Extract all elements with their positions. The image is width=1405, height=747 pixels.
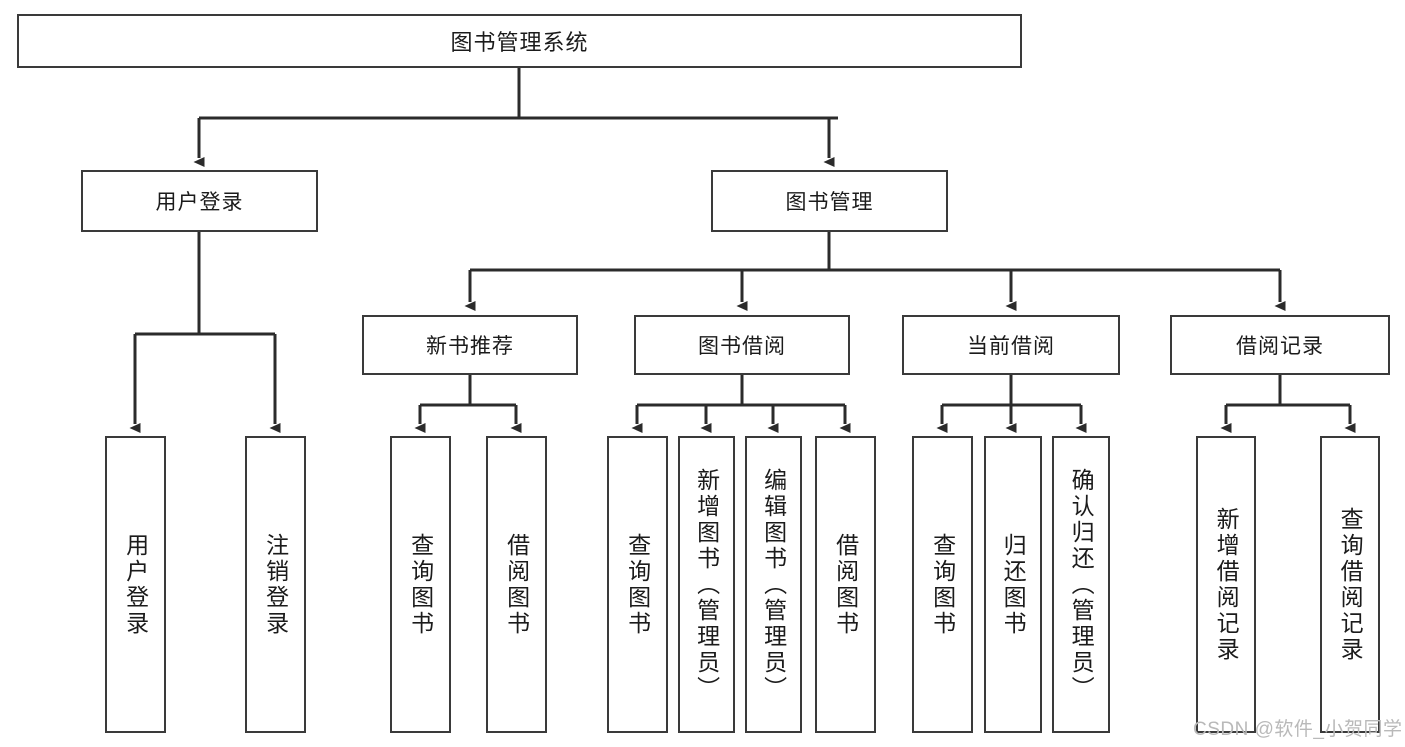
node-book-management[interactable]: 图书管理 (711, 170, 948, 232)
leaf-return-book[interactable]: 归还图书 (984, 436, 1042, 733)
leaf-confirm-return-admin[interactable]: 确认归还（管理员） (1052, 436, 1110, 733)
leaf-query-borrow-record[interactable]: 查询借阅记录 (1320, 436, 1380, 733)
node-new-book-recommend-label: 新书推荐 (426, 335, 514, 358)
node-current-borrow-label: 当前借阅 (967, 335, 1055, 358)
node-book-management-label: 图书管理 (785, 191, 874, 214)
leaf-query-book-recommend-label: 查询图书 (407, 532, 434, 637)
leaf-query-book-borrow[interactable]: 查询图书 (607, 436, 668, 733)
leaf-edit-book-admin[interactable]: 编辑图书（管理员） (745, 436, 802, 733)
leaf-borrow-book-recommend[interactable]: 借阅图书 (486, 436, 547, 733)
node-user-login[interactable]: 用户登录 (81, 170, 318, 232)
leaf-query-book-recommend[interactable]: 查询图书 (390, 436, 451, 733)
node-root[interactable]: 图书管理系统 (17, 14, 1022, 68)
leaf-add-book-admin-label: 新增图书（管理员） (693, 467, 720, 702)
leaf-borrow-book[interactable]: 借阅图书 (815, 436, 876, 733)
node-book-borrow-label: 图书借阅 (698, 335, 786, 358)
leaf-add-borrow-record[interactable]: 新增借阅记录 (1196, 436, 1256, 733)
leaf-add-book-admin[interactable]: 新增图书（管理员） (678, 436, 735, 733)
leaf-query-book-borrow-label: 查询图书 (624, 532, 651, 637)
leaf-user-login[interactable]: 用户登录 (105, 436, 166, 733)
leaf-query-borrow-record-label: 查询借阅记录 (1337, 506, 1364, 663)
leaf-user-login-label: 用户登录 (122, 532, 149, 637)
node-book-borrow[interactable]: 图书借阅 (634, 315, 850, 375)
watermark-text: CSDN @软件_小贺同学 (1193, 719, 1403, 740)
node-user-login-label: 用户登录 (155, 191, 244, 214)
node-new-book-recommend[interactable]: 新书推荐 (362, 315, 578, 375)
leaf-query-book-current-label: 查询图书 (929, 532, 956, 637)
leaf-add-borrow-record-label: 新增借阅记录 (1213, 506, 1240, 663)
leaf-return-book-label: 归还图书 (1000, 532, 1027, 637)
leaf-user-logout-label: 注销登录 (262, 532, 289, 637)
leaf-query-book-current[interactable]: 查询图书 (912, 436, 973, 733)
node-borrow-record[interactable]: 借阅记录 (1170, 315, 1390, 375)
leaf-user-logout[interactable]: 注销登录 (245, 436, 306, 733)
node-borrow-record-label: 借阅记录 (1236, 335, 1324, 358)
leaf-borrow-book-recommend-label: 借阅图书 (503, 532, 530, 637)
leaf-edit-book-admin-label: 编辑图书（管理员） (760, 467, 787, 702)
leaf-confirm-return-admin-label: 确认归还（管理员） (1068, 467, 1095, 702)
node-root-label: 图书管理系统 (450, 30, 589, 55)
leaf-borrow-book-label: 借阅图书 (832, 532, 859, 637)
node-current-borrow[interactable]: 当前借阅 (902, 315, 1120, 375)
